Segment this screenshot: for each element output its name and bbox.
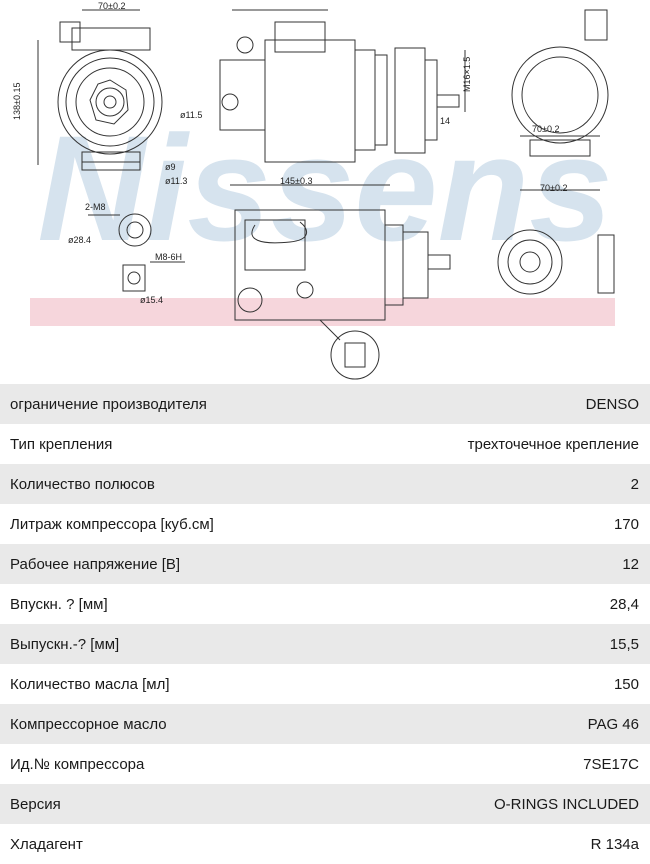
spec-label: Тип крепления — [10, 435, 113, 453]
spec-row: Тип крепления трехточечное крепление — [0, 424, 650, 464]
dim-ear-dia: ø11.3 — [165, 176, 187, 186]
spec-value: DENSO — [585, 395, 639, 413]
spec-value: 7SE17C — [583, 755, 639, 773]
port-details — [88, 213, 185, 292]
dim-hole-dia: ø9 — [165, 162, 176, 172]
pulley-view — [497, 229, 615, 295]
spec-value: PAG 46 — [587, 715, 639, 733]
compressor-drawing-svg: Nissens — [12, 1, 615, 380]
watermark-band — [30, 298, 615, 326]
dim-discharge-thread: M8-6H — [155, 252, 182, 262]
spec-label: Компрессорное масло — [10, 715, 167, 733]
spec-value: O-RINGS INCLUDED — [493, 795, 639, 813]
spec-row: Выпускн.-? [мм] 15,5 — [0, 624, 650, 664]
spec-label: Впускн. ? [мм] — [10, 595, 108, 613]
spec-row: ограничение производителя DENSO — [0, 384, 650, 424]
technical-drawing: Nissens — [0, 0, 650, 384]
dim-suction-port: ø28.4 — [68, 235, 91, 245]
dim-suction-thread: 2-M8 — [85, 202, 106, 212]
rear-view — [511, 9, 609, 191]
spec-row: Впускн. ? [мм] 28,4 — [0, 584, 650, 624]
spec-value: 150 — [613, 675, 639, 693]
spec-value: R 134a — [590, 835, 639, 853]
dim-discharge-port: ø15.4 — [140, 295, 163, 305]
dim-shaft-thread: M16×1.5 — [462, 57, 472, 92]
spec-label: Версия — [10, 795, 61, 813]
spec-row: Литраж компрессора [куб.см] 170 — [0, 504, 650, 544]
dim-shaft-length: 14 — [440, 116, 450, 126]
spec-label: Выпускн.-? [мм] — [10, 635, 120, 653]
spec-row: Количество полюсов 2 — [0, 464, 650, 504]
dim-rear-base: 70±0.2 — [540, 183, 567, 193]
spec-value: 2 — [630, 475, 639, 493]
spec-label: Хладагент — [10, 835, 83, 853]
spec-row: Хладагент R 134a — [0, 824, 650, 864]
bottom-view — [234, 209, 451, 380]
spec-label: Литраж компрессора [куб.см] — [10, 515, 214, 533]
dim-suction-dia: ø11.5 — [180, 110, 202, 120]
spec-value: трехточечное крепление — [467, 435, 639, 453]
spec-row: Ид.№ компрессора 7SE17C — [0, 744, 650, 784]
spec-value: 170 — [613, 515, 639, 533]
spec-label: Количество полюсов — [10, 475, 155, 493]
spec-table: ограничение производителя DENSO Тип крепл… — [0, 384, 650, 864]
spec-row: Рабочее напряжение [В] 12 — [0, 544, 650, 584]
dim-rear-width: 70±0.2 — [532, 124, 559, 134]
dim-height: 138±0.15 — [12, 83, 22, 120]
spec-row: Компрессорное масло PAG 46 — [0, 704, 650, 744]
spec-label: Рабочее напряжение [В] — [10, 555, 181, 573]
spec-label: ограничение производителя — [10, 395, 207, 413]
spec-label: Количество масла [мл] — [10, 675, 170, 693]
spec-value: 28,4 — [609, 595, 639, 613]
spec-label: Ид.№ компрессора — [10, 755, 145, 773]
spec-row: Версия O-RINGS INCLUDED — [0, 784, 650, 824]
side-view — [219, 9, 466, 186]
dim-top-width: 70±0.2 — [98, 1, 125, 11]
spec-value: 15,5 — [609, 635, 639, 653]
front-view — [37, 9, 163, 171]
spec-row: Количество масла [мл] 150 — [0, 664, 650, 704]
dim-length: 145±0.3 — [280, 176, 312, 186]
spec-value: 12 — [622, 555, 639, 573]
